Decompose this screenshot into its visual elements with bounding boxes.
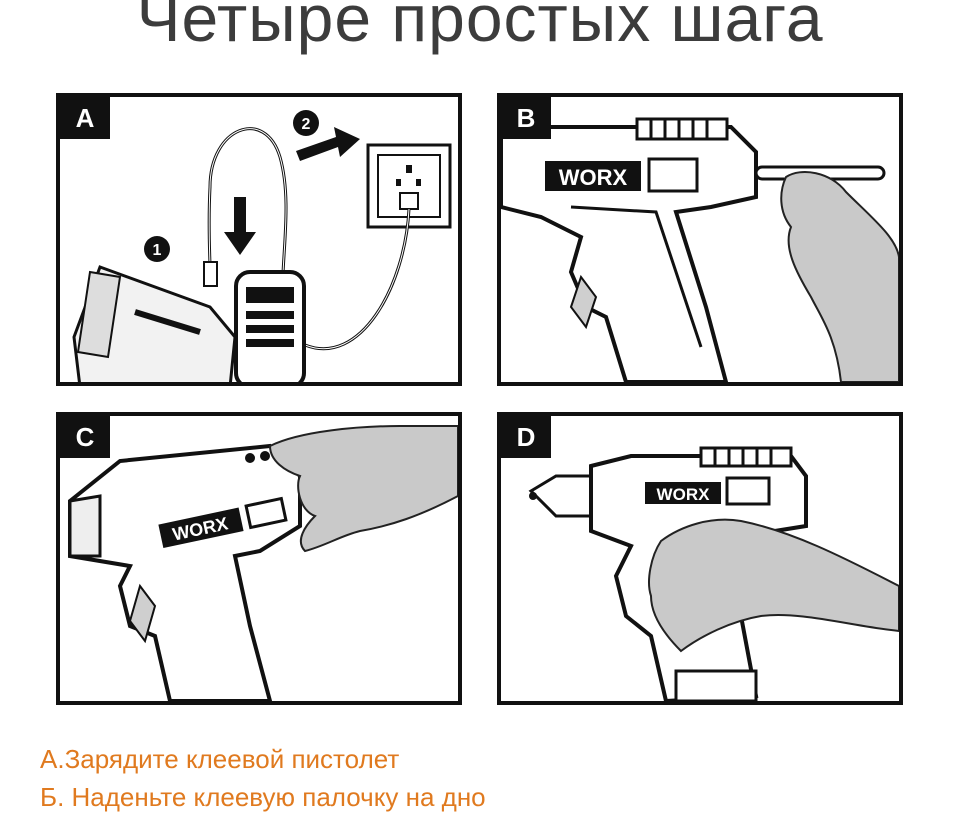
step-panel-d: D WORX [497, 412, 903, 705]
caption-step-a: А.Зарядите клеевой пистолет [40, 744, 399, 775]
step-marker-1: 1 [153, 242, 162, 259]
power-on-illustration: WORX [60, 416, 458, 701]
panel-letter-a: A [60, 97, 110, 139]
worx-logo-b: WORX [559, 165, 628, 190]
panel-letter-c: C [60, 416, 110, 458]
worx-logo-d: WORX [657, 485, 711, 504]
step-marker-2: 2 [302, 116, 311, 133]
panel-letter-b: B [501, 97, 551, 139]
insert-glue-stick-illustration: WORX [501, 97, 899, 382]
step-panel-c: C WORX [56, 412, 462, 705]
page-title: Четыре простых шага [0, 0, 960, 58]
step-panel-a: A 1 2 [56, 93, 462, 386]
step-panel-b: B WORX [497, 93, 903, 386]
panel-letter-d: D [501, 416, 551, 458]
charging-illustration: 1 2 [60, 97, 458, 382]
glue-application-illustration: WORX [501, 416, 899, 701]
